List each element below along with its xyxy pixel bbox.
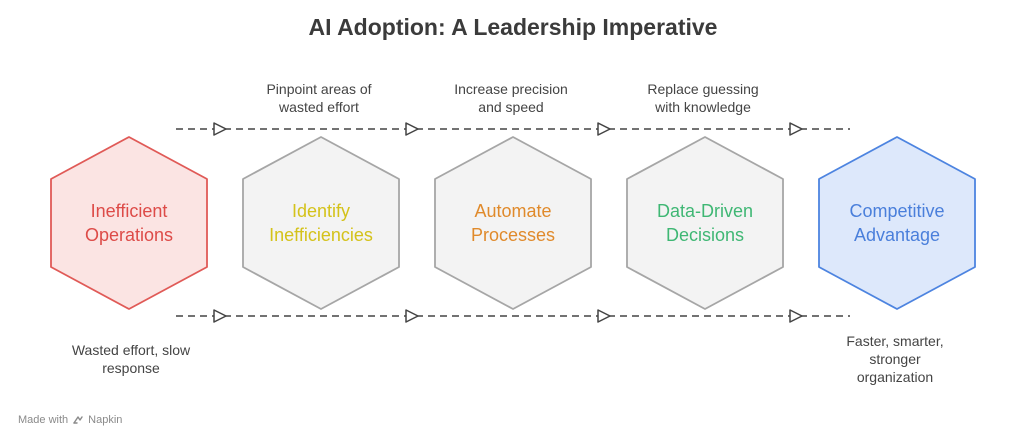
stage-label-inefficient-operations-line2: Operations (84, 225, 174, 245)
hexagon-data-driven-decisions (626, 136, 784, 310)
stage-label-data-driven-decisions-line1: Data-Driven (656, 201, 754, 221)
top-caption-identify-line2: wasted effort (279, 99, 359, 115)
hexagon-identify-inefficiencies (242, 136, 400, 310)
stage-label-competitive-advantage: Competitive Advantage (812, 199, 982, 247)
bottom-caption-left: Wasted effort, slow response (46, 341, 216, 377)
connector-arrow-top-3 (597, 122, 611, 136)
bottom-caption-right-line2: stronger (869, 351, 921, 367)
stage-label-identify-inefficiencies: Identify Inefficiencies (236, 199, 406, 247)
top-caption-automate-line1: Increase precision (454, 81, 568, 97)
napkin-logo-icon (73, 416, 83, 424)
stage-label-competitive-advantage-line2: Advantage (853, 225, 941, 245)
stage-label-data-driven-decisions: Data-Driven Decisions (620, 199, 790, 247)
top-caption-data-driven: Replace guessing with knowledge (618, 80, 788, 116)
connector-arrow-top-4 (789, 122, 803, 136)
stage-label-competitive-advantage-line1: Competitive (849, 201, 945, 221)
footer-credit: Made with Napkin (18, 414, 122, 426)
top-caption-identify-line1: Pinpoint areas of (266, 81, 372, 97)
bottom-caption-right: Faster, smarter, stronger organization (810, 332, 980, 386)
top-caption-data-driven-line2: with knowledge (655, 99, 751, 115)
connector-arrow-top-2 (405, 122, 419, 136)
stage-label-identify-inefficiencies-line2: Inefficiencies (269, 225, 373, 245)
bottom-caption-left-line1: Wasted effort, slow (71, 342, 191, 358)
bottom-caption-right-line3: organization (856, 369, 934, 385)
connector-arrow-bottom-3 (597, 309, 611, 323)
connector-arrow-bottom-2 (405, 309, 419, 323)
bottom-caption-left-line2: response (102, 360, 160, 376)
stage-label-automate-processes-line2: Processes (470, 225, 556, 245)
top-caption-identify: Pinpoint areas of wasted effort (234, 80, 404, 116)
connector-arrow-bottom-1 (213, 309, 227, 323)
stage-label-inefficient-operations: Inefficient Operations (44, 199, 214, 247)
hexagon-inefficient-operations (50, 136, 208, 310)
connector-arrow-bottom-4 (789, 309, 803, 323)
stage-label-identify-inefficiencies-line1: Identify (291, 201, 351, 221)
diagram-title: AI Adoption: A Leadership Imperative (308, 14, 718, 40)
top-caption-automate: Increase precision and speed (426, 80, 596, 116)
hexagon-automate-processes (434, 136, 592, 310)
hexagon-competitive-advantage (818, 136, 976, 310)
stage-label-inefficient-operations-line1: Inefficient (90, 201, 168, 221)
stage-label-data-driven-decisions-line2: Decisions (665, 225, 745, 245)
footer-prefix: Made with (18, 414, 69, 426)
stage-label-automate-processes-line1: Automate (474, 201, 552, 221)
bottom-caption-right-line1: Faster, smarter, (846, 333, 944, 349)
footer-brand: Napkin (88, 414, 123, 426)
top-caption-automate-line2: and speed (478, 99, 544, 115)
top-caption-data-driven-line1: Replace guessing (647, 81, 759, 97)
connector-arrow-top-1 (213, 122, 227, 136)
stage-label-automate-processes: Automate Processes (428, 199, 598, 247)
